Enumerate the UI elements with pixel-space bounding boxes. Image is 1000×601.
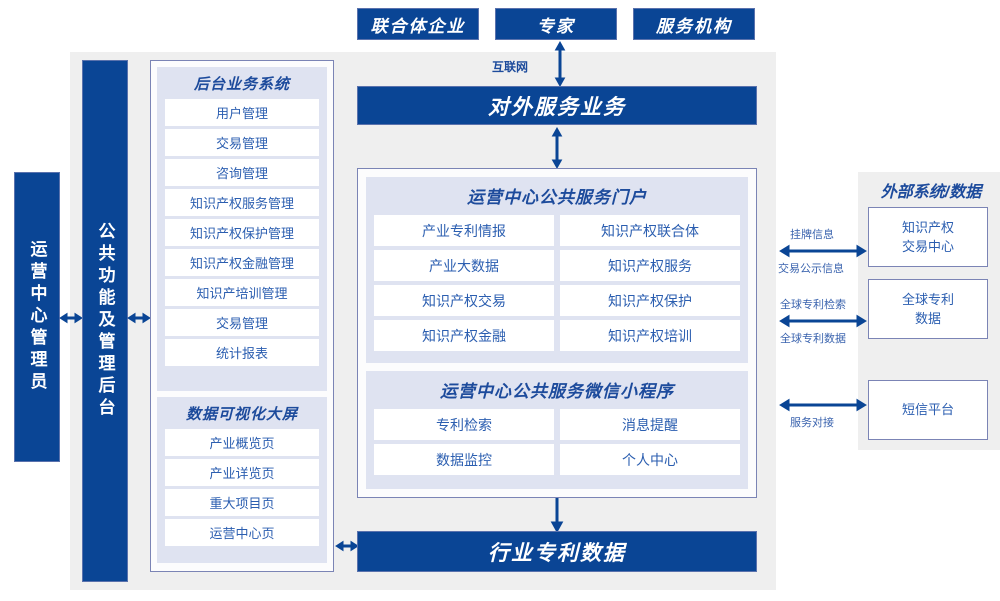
arrow-sms-platform <box>779 398 867 412</box>
portal-item[interactable]: 知识产权培训 <box>560 320 740 351</box>
connector-label-below: 服务对接 <box>790 417 834 429</box>
connector-label-above: 挂牌信息 <box>790 229 834 241</box>
connector-label-above: 全球专利检索 <box>780 299 846 311</box>
arrow-modules-to-patent-data <box>335 540 359 552</box>
arrow-internet-vertical <box>554 40 566 88</box>
external-card-sms-platform[interactable]: 短信平台 <box>868 380 988 440</box>
list-item[interactable]: 知识产培训管理 <box>165 279 319 306</box>
data-visualization-list: 产业概览页 产业详览页 重大项目页 运营中心页 <box>165 429 319 546</box>
actor-label: 联合体企业 <box>370 16 466 36</box>
portal-item[interactable]: 知识产权联合体 <box>560 215 740 246</box>
actor-label: 服务机构 <box>656 16 732 36</box>
list-item[interactable]: 用户管理 <box>165 99 319 126</box>
list-item[interactable]: 产业概览页 <box>165 429 319 456</box>
miniprogram-item[interactable]: 个人中心 <box>560 444 740 475</box>
list-item[interactable]: 咨询管理 <box>165 159 319 186</box>
portal-item[interactable]: 知识产权服务 <box>560 250 740 281</box>
miniprogram-item[interactable]: 数据监控 <box>374 444 554 475</box>
connector-label-below: 全球专利数据 <box>780 333 846 345</box>
rail-common-function-admin-backend[interactable]: 公共功能及管理后台 <box>82 60 128 582</box>
public-service-panel: 运营中心公共服务门户 产业专利情报 知识产权联合体 产业大数据 知识产权服务 知… <box>357 168 757 498</box>
wechat-miniprogram-grid: 专利检索 消息提醒 数据监控 个人中心 <box>374 409 740 475</box>
list-item[interactable]: 运营中心页 <box>165 519 319 546</box>
external-card-label: 全球专利 数据 <box>901 291 954 327</box>
public-service-portal-grid: 产业专利情报 知识产权联合体 产业大数据 知识产权服务 知识产权交易 知识产权保… <box>374 215 740 351</box>
arrow-admin-to-backend <box>59 312 83 324</box>
actor-box-union-enterprise[interactable]: 联合体企业 <box>357 8 479 40</box>
portal-item[interactable]: 产业专利情报 <box>374 215 554 246</box>
arrow-service-to-portal <box>551 126 563 170</box>
list-item[interactable]: 知识产权保护管理 <box>165 219 319 246</box>
portal-item[interactable]: 知识产权保护 <box>560 285 740 316</box>
portal-item[interactable]: 产业大数据 <box>374 250 554 281</box>
internet-link-label: 互联网 <box>492 60 529 74</box>
external-card-ip-trading-center[interactable]: 知识产权 交易中心 <box>868 207 988 267</box>
external-systems-title: 外部系统/数据 <box>880 184 982 201</box>
public-service-portal-title: 运营中心公共服务门户 <box>467 188 647 207</box>
list-item[interactable]: 知识产权金融管理 <box>165 249 319 276</box>
external-card-label: 短信平台 <box>901 402 954 418</box>
backend-business-system-group: 后台业务系统 用户管理 交易管理 咨询管理 知识产权服务管理 知识产权保护管理 … <box>157 67 327 391</box>
arrow-global-patent-data <box>779 314 867 328</box>
miniprogram-item[interactable]: 专利检索 <box>374 409 554 440</box>
backend-business-system-title: 后台业务系统 <box>193 76 290 93</box>
actor-box-service-agency[interactable]: 服务机构 <box>633 8 755 40</box>
rail-operations-center-admin[interactable]: 运营中心管理员 <box>14 172 60 462</box>
external-card-global-patent-data[interactable]: 全球专利 数据 <box>868 279 988 339</box>
miniprogram-item[interactable]: 消息提醒 <box>560 409 740 440</box>
actor-box-expert[interactable]: 专家 <box>495 8 617 40</box>
data-visualization-title: 数据可视化大屏 <box>185 406 298 423</box>
actor-label: 专家 <box>537 16 575 36</box>
backend-and-visualization-panel: 后台业务系统 用户管理 交易管理 咨询管理 知识产权服务管理 知识产权保护管理 … <box>150 60 334 572</box>
list-item[interactable]: 产业详览页 <box>165 459 319 486</box>
portal-item[interactable]: 知识产权交易 <box>374 285 554 316</box>
bar-label: 行业专利数据 <box>488 541 626 565</box>
public-service-portal-group: 运营中心公共服务门户 产业专利情报 知识产权联合体 产业大数据 知识产权服务 知… <box>366 177 748 363</box>
external-card-label: 知识产权 交易中心 <box>901 219 954 255</box>
portal-item[interactable]: 知识产权金融 <box>374 320 554 351</box>
wechat-miniprogram-group: 运营中心公共服务微信小程序 专利检索 消息提醒 数据监控 个人中心 <box>366 371 748 489</box>
list-item[interactable]: 交易管理 <box>165 129 319 156</box>
wechat-miniprogram-title: 运营中心公共服务微信小程序 <box>440 382 674 401</box>
connector-label-below: 交易公示信息 <box>778 263 844 275</box>
arrow-portal-to-patent-data <box>550 498 564 534</box>
rail-label: 公共功能及管理后台 <box>95 222 115 420</box>
industry-patent-data-bar[interactable]: 行业专利数据 <box>357 531 757 572</box>
bar-label: 对外服务业务 <box>488 95 626 119</box>
list-item[interactable]: 统计报表 <box>165 339 319 366</box>
list-item[interactable]: 交易管理 <box>165 309 319 336</box>
backend-business-system-list: 用户管理 交易管理 咨询管理 知识产权服务管理 知识产权保护管理 知识产权金融管… <box>165 99 319 366</box>
list-item[interactable]: 知识产权服务管理 <box>165 189 319 216</box>
arrow-backend-to-modules <box>127 312 151 324</box>
arrow-ip-trading-center <box>779 244 867 258</box>
list-item[interactable]: 重大项目页 <box>165 489 319 516</box>
external-service-business-bar[interactable]: 对外服务业务 <box>357 86 757 125</box>
rail-label: 运营中心管理员 <box>27 240 47 394</box>
data-visualization-group: 数据可视化大屏 产业概览页 产业详览页 重大项目页 运营中心页 <box>157 397 327 563</box>
